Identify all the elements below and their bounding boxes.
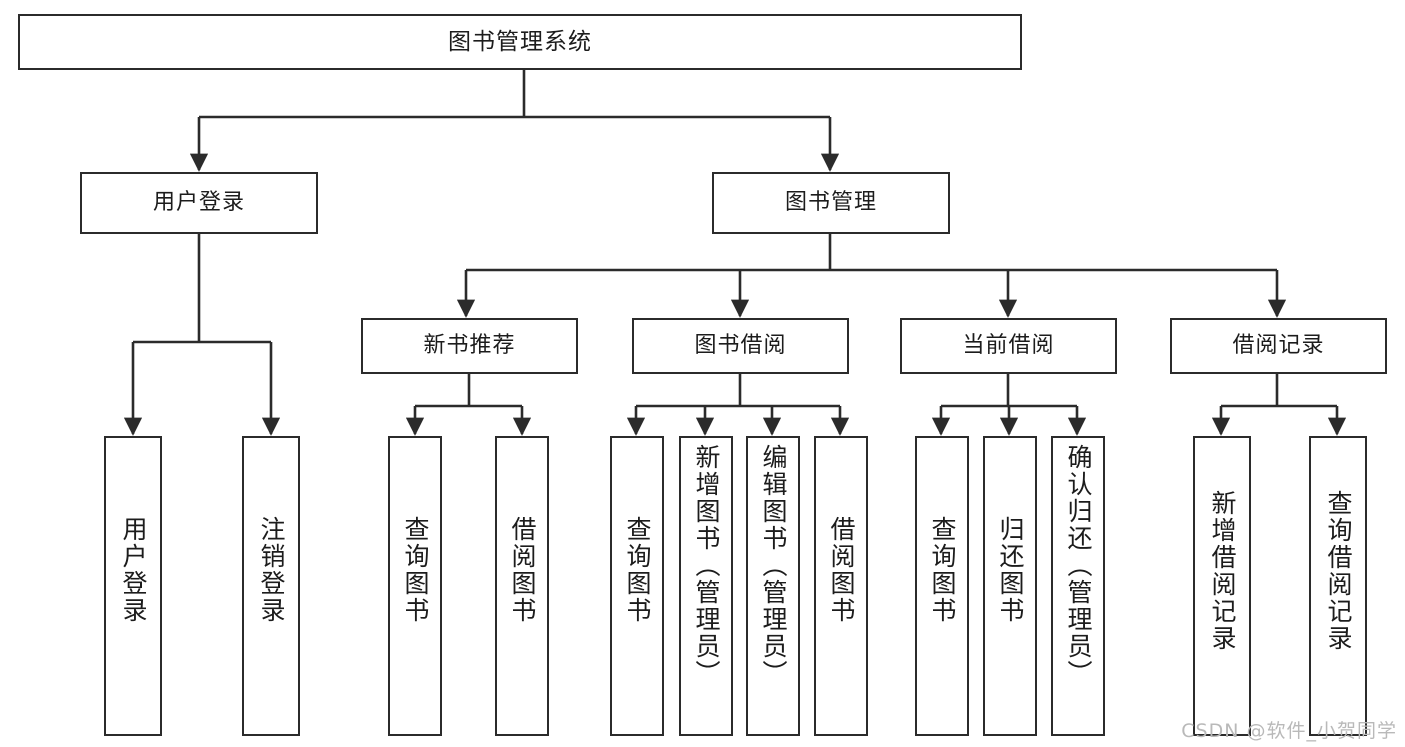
leaf-book-borrow-edit-book-admin[interactable]: 编辑图书（管理员）: [746, 436, 800, 736]
node-label: 图书管理系统: [448, 28, 592, 55]
leaf-current-borrow-return-book[interactable]: 归还图书: [983, 436, 1037, 736]
node-label: 当前借阅: [962, 333, 1055, 358]
leaf-borrow-record-add-record[interactable]: 新增借阅记录: [1193, 436, 1251, 736]
node-label: 借阅记录: [1232, 333, 1325, 358]
node-label: 查询图书: [401, 516, 430, 624]
leaf-borrow-record-query-record[interactable]: 查询借阅记录: [1309, 436, 1367, 736]
node-label: 查询图书: [623, 516, 652, 624]
leaf-user-login-login[interactable]: 用户登录: [104, 436, 162, 736]
node-label: 查询借阅记录: [1324, 490, 1353, 652]
leaf-current-borrow-confirm-return-admin[interactable]: 确认归还（管理员）: [1051, 436, 1105, 736]
node-label: 编辑图书（管理员）: [759, 444, 788, 687]
node-label: 新增借阅记录: [1208, 490, 1237, 652]
leaf-new-book-query-book[interactable]: 查询图书: [388, 436, 442, 736]
node-borrow-record[interactable]: 借阅记录: [1170, 318, 1387, 374]
node-book-borrow[interactable]: 图书借阅: [632, 318, 849, 374]
leaf-book-borrow-add-book-admin[interactable]: 新增图书（管理员）: [679, 436, 733, 736]
leaf-new-book-borrow-book[interactable]: 借阅图书: [495, 436, 549, 736]
node-label: 新书推荐: [423, 333, 516, 358]
node-label: 图书借阅: [694, 333, 787, 358]
node-label: 确认归还（管理员）: [1064, 444, 1093, 687]
leaf-current-borrow-query-book[interactable]: 查询图书: [915, 436, 969, 736]
node-new-book-recommend[interactable]: 新书推荐: [361, 318, 578, 374]
node-label: 用户登录: [119, 516, 148, 624]
node-label: 注销登录: [257, 516, 286, 624]
node-label: 新增图书（管理员）: [692, 444, 721, 687]
leaf-book-borrow-borrow-book[interactable]: 借阅图书: [814, 436, 868, 736]
node-label: 图书管理: [784, 190, 877, 215]
node-label: 借阅图书: [827, 516, 856, 624]
node-label: 借阅图书: [508, 516, 537, 624]
node-current-borrow[interactable]: 当前借阅: [900, 318, 1117, 374]
node-book-management[interactable]: 图书管理: [712, 172, 950, 234]
node-label: 归还图书: [996, 516, 1025, 624]
node-user-login[interactable]: 用户登录: [80, 172, 318, 234]
leaf-book-borrow-query-book[interactable]: 查询图书: [610, 436, 664, 736]
node-label: 用户登录: [152, 190, 245, 215]
node-label: 查询图书: [928, 516, 957, 624]
leaf-user-login-logout[interactable]: 注销登录: [242, 436, 300, 736]
node-root-book-management-system[interactable]: 图书管理系统: [18, 14, 1022, 70]
